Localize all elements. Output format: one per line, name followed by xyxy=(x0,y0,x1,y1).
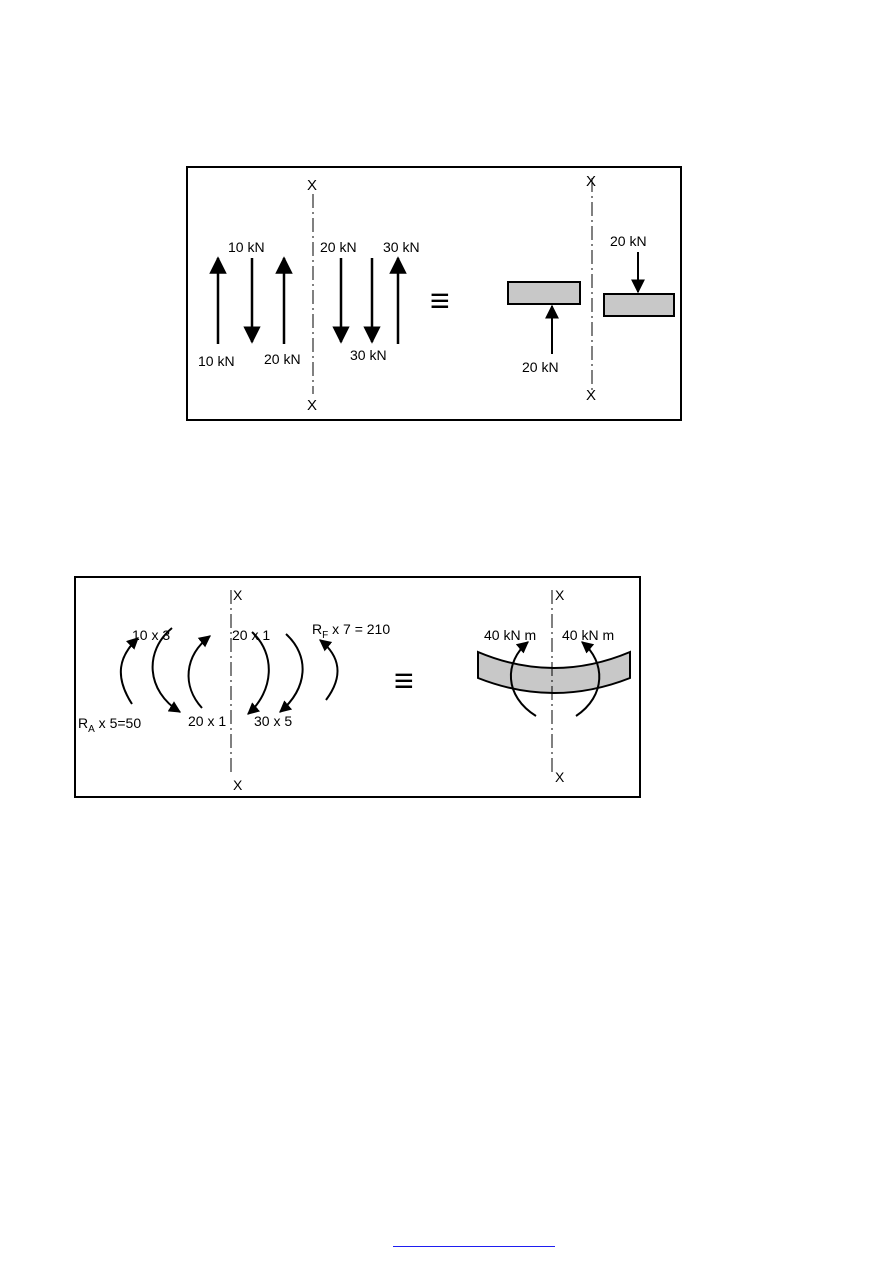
moment-label: RF x 7 = 210 xyxy=(312,621,390,641)
moment-arrow xyxy=(575,641,601,717)
moment-arrow xyxy=(319,639,339,701)
moment-arrow xyxy=(151,627,182,713)
moment-arrow xyxy=(279,633,304,713)
section-label-bottom: X xyxy=(307,397,317,414)
moment-label: RA x 5=50 xyxy=(78,715,141,735)
beam-segment-left xyxy=(507,281,581,305)
moment-arrow xyxy=(187,635,211,709)
shear-force-figure: X X 10 kN 10 kN 20 kN 20 kN 30 kN 30 kN … xyxy=(186,166,682,421)
moment-label: 10 x 3 xyxy=(132,627,170,643)
moment-label: 40 kN m xyxy=(484,627,536,643)
moment-label: 20 x 1 xyxy=(188,713,226,729)
force-label: 20 kN xyxy=(320,239,357,255)
force-label: 10 kN xyxy=(198,353,235,369)
section-label-bottom: X xyxy=(233,777,243,793)
link-underline xyxy=(393,1246,555,1247)
bent-beam xyxy=(477,650,631,694)
moment-label: 20 x 1 xyxy=(232,627,270,643)
figure-border xyxy=(74,576,641,798)
section-label-top: X xyxy=(307,177,317,194)
equivalence-symbol: ≡ xyxy=(394,662,414,700)
shear-force-diagram: X X 10 kN 10 kN 20 kN 20 kN 30 kN 30 kN … xyxy=(186,166,682,421)
moment-label: 30 x 5 xyxy=(254,713,292,729)
moment-arrow xyxy=(119,637,139,705)
section-label-top: X xyxy=(555,587,565,603)
section-label-bottom: X xyxy=(586,387,596,404)
force-label: 10 kN xyxy=(228,239,265,255)
bending-moment-figure: X X RA x 5=50 10 x 3 20 x 1 20 x 1 30 x … xyxy=(74,576,641,798)
figure-border xyxy=(186,166,682,421)
footer-link[interactable] xyxy=(393,1232,555,1250)
force-label: 30 kN xyxy=(350,347,387,363)
section-label-top: X xyxy=(586,173,596,190)
force-label: 30 kN xyxy=(383,239,420,255)
moment-arrow xyxy=(509,641,537,717)
shear-label: 20 kN xyxy=(522,359,559,375)
section-label-top: X xyxy=(233,587,243,603)
section-label-bottom: X xyxy=(555,769,565,785)
equivalence-symbol: ≡ xyxy=(430,282,450,320)
moment-label: 40 kN m xyxy=(562,627,614,643)
moment-arrow xyxy=(247,631,270,715)
bending-moment-diagram: X X RA x 5=50 10 x 3 20 x 1 20 x 1 30 x … xyxy=(74,576,641,798)
force-label: 20 kN xyxy=(264,351,301,367)
shear-label: 20 kN xyxy=(610,233,647,249)
beam-segment-right xyxy=(603,293,675,317)
